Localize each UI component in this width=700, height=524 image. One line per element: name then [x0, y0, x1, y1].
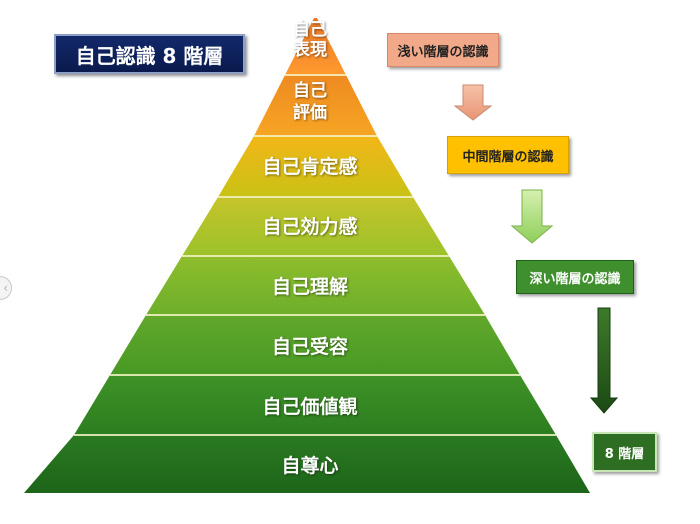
middle-level-tag: 中間階層の認識	[447, 136, 569, 174]
chevron-left-icon: ‹	[3, 281, 8, 295]
pyramid-level-5	[146, 256, 485, 315]
pyramid-level-3	[218, 136, 413, 197]
deep-level-tag: 深い階層の認識	[516, 260, 634, 294]
pyramid-level-1	[285, 18, 346, 75]
pyramid-level-8	[24, 435, 590, 493]
pyramid-level-6	[110, 315, 520, 375]
level-self-values: 自己価値観	[262, 396, 358, 418]
pyramid-level-4	[182, 197, 449, 256]
level-self-respect: 自尊心	[281, 455, 339, 477]
level-self-expression: 自己 表現	[265, 20, 355, 60]
pyramid-level-7	[74, 375, 556, 435]
level-self-efficacy: 自己効力感	[262, 216, 358, 238]
arrow-down-icon	[589, 307, 619, 414]
level-self-esteem: 自己肯定感	[262, 156, 358, 178]
arrow-down-icon	[510, 189, 554, 244]
arrow-down-icon	[453, 84, 493, 121]
level-count-tag: 8 階層	[592, 432, 657, 472]
level-label-line: 評価	[293, 103, 327, 123]
pyramid-level-2	[254, 75, 377, 136]
level-self-understanding: 自己理解	[271, 276, 348, 298]
level-self-acceptance: 自己受容	[271, 336, 348, 358]
shallow-level-tag: 浅い階層の認識	[387, 33, 499, 67]
level-label-line: 自己	[293, 20, 327, 40]
level-label-line: 表現	[293, 40, 327, 60]
level-self-evaluation: 自己 評価	[265, 80, 355, 124]
level-label-line: 自己	[293, 81, 327, 101]
diagram-title: 自己認識 8 階層	[54, 34, 245, 74]
